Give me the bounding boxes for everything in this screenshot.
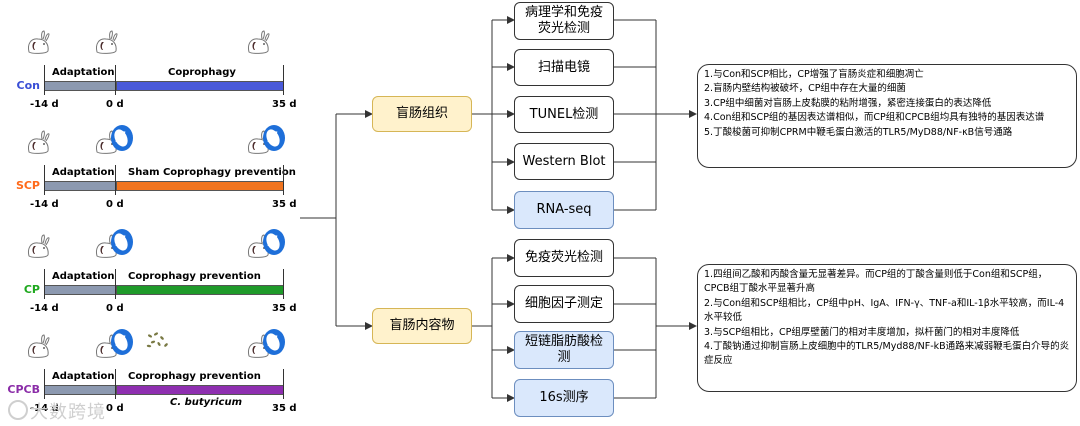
collar-icon xyxy=(108,122,136,156)
adaptation-bar xyxy=(44,285,116,295)
cecum-content-node: 盲肠内容物 xyxy=(372,308,472,344)
method-cytokine: 细胞因子测定 xyxy=(514,285,614,323)
phase-adaptation-label: Adaptation xyxy=(52,271,115,282)
timeline-tick-label: 0 d xyxy=(106,199,124,210)
collar-icon xyxy=(108,226,136,260)
tissue-result-2: 2.盲肠内壁结构被破坏，CP组中存在大量的细菌 xyxy=(704,83,906,95)
method-western-blot: Western Blot xyxy=(514,143,614,180)
group-label: Con xyxy=(16,79,40,92)
adaptation-bar xyxy=(44,385,116,395)
phase-treatment-label: Coprophagy prevention xyxy=(128,271,261,282)
timeline-tick-label: 0 d xyxy=(106,99,124,110)
phase-treatment-label: Coprophagy xyxy=(168,67,236,78)
treatment-bar xyxy=(116,285,284,295)
tissue-result-1: 1.与Con和SCP相比，CP增强了盲肠炎症和细胞凋亡 xyxy=(704,69,924,80)
phase-adaptation-label: Adaptation xyxy=(52,67,115,78)
timeline-tick-label: 0 d xyxy=(106,303,124,314)
method-scfa: 短链脂肪酸检测 xyxy=(514,331,614,369)
content-result-1: 1.四组间乙酸和丙酸含量无显著差异。而CP组的丁酸含量则低于Con组和SCP组，… xyxy=(704,269,1048,295)
phase-supplement-label: C. butyricum xyxy=(170,397,243,408)
adaptation-bar xyxy=(44,181,116,191)
bacteria-icon xyxy=(146,330,170,354)
tissue-result-3: 3.CP组中细菌对盲肠上皮黏膜的粘附增强，紧密连接蛋白的表达降低 xyxy=(704,97,992,109)
collar-icon xyxy=(260,226,288,260)
timeline-tick-label: -14 d xyxy=(30,199,59,210)
timeline-tick xyxy=(283,369,284,399)
group-cpcb: CPCB Adaptation Coprophagy prevention C. bu… xyxy=(0,322,300,422)
phase-adaptation-label: Adaptation xyxy=(52,371,115,382)
rabbit-icon xyxy=(92,30,120,56)
timeline-tick-label: -14 d xyxy=(30,403,59,414)
content-result-2: 2.与Con组和SCP组相比，CP组中pH、IgA、IFN-γ、TNF-a和IL… xyxy=(704,297,1065,324)
rabbit-icon xyxy=(24,234,52,260)
group-label: SCP xyxy=(15,179,40,192)
collar-icon xyxy=(260,122,288,156)
timeline-tick xyxy=(44,269,45,299)
rabbit-icon xyxy=(24,30,52,56)
timeline-tick-label: -14 d xyxy=(30,303,59,314)
adaptation-bar xyxy=(44,81,116,91)
timeline-tick-label: 35 d xyxy=(272,199,297,210)
group-label: CP xyxy=(23,283,40,296)
timeline-tick xyxy=(115,165,116,195)
content-results-box: 1.四组间乙酸和丙酸含量无显著差异。而CP组的丁酸含量则低于Con组和SCP组，… xyxy=(697,264,1077,392)
group-scp: SCP Adaptation Sham Coprophagy prevention -… xyxy=(0,118,300,218)
rabbit-icon xyxy=(24,334,52,360)
rabbit-icon xyxy=(244,30,272,56)
phase-adaptation-label: Adaptation xyxy=(52,167,115,178)
group-cp: CP Adaptation Coprophagy prevention -14 d 0 … xyxy=(0,222,300,322)
timeline-tick-label: 35 d xyxy=(272,403,297,414)
tissue-result-4: 4.Con组和SCP组的基因表达谱相似，而CP组和CPCB组均具有独特的基因表达… xyxy=(704,112,1045,124)
timeline-tick-label: 35 d xyxy=(272,99,297,110)
watermark-logo-icon xyxy=(8,400,28,420)
watermark-text: 大数跨境 xyxy=(30,402,106,423)
timeline-tick xyxy=(283,165,284,195)
timeline-tick xyxy=(283,65,284,95)
phase-treatment-label: Sham Coprophagy prevention xyxy=(128,167,296,178)
timeline-tick xyxy=(115,269,116,299)
tissue-results-box: 1.与Con和SCP相比，CP增强了盲肠炎症和细胞凋亡 2.盲肠内壁结构被破坏，… xyxy=(697,64,1077,168)
content-result-3: 3.与SCP组相比，CP组厚壁菌门的相对丰度增加，拟杆菌门的相对丰度降低 xyxy=(704,326,1020,338)
method-immunofluorescence: 免疫荧光检测 xyxy=(514,239,614,277)
content-result-4: 4.丁酸钠通过抑制盲肠上皮细胞中的TLR5/Myd88/NF-kB通路来减弱鞭毛… xyxy=(704,341,1070,367)
method-sem: 扫描电镜 xyxy=(514,49,614,86)
phase-treatment-label: Coprophagy prevention xyxy=(128,371,261,382)
timeline-tick-label: 0 d xyxy=(106,403,124,414)
timeline-tick xyxy=(115,369,116,399)
method-tunel: TUNEL检测 xyxy=(514,96,614,133)
cecum-tissue-node: 盲肠组织 xyxy=(372,96,472,132)
timeline-tick-label: -14 d xyxy=(30,99,59,110)
treatment-bar xyxy=(116,385,284,395)
collar-icon xyxy=(260,326,288,360)
method-rna-seq: RNA-seq xyxy=(514,191,614,229)
timeline-tick-label: 35 d xyxy=(272,303,297,314)
treatment-bar xyxy=(116,81,284,91)
timeline-tick xyxy=(115,65,116,95)
method-pathology-if: 病理学和免疫荧光检测 xyxy=(514,2,614,40)
timeline-tick xyxy=(44,65,45,95)
timeline-tick xyxy=(44,369,45,399)
collar-icon xyxy=(108,326,136,360)
group-con: Con Adaptation Coprophagy -14 d 0 d 35 d xyxy=(0,18,300,118)
timeline-tick xyxy=(44,165,45,195)
method-16s: 16s测序 xyxy=(514,379,614,417)
timeline-tick xyxy=(283,269,284,299)
group-label: CPCB xyxy=(7,383,40,396)
treatment-bar xyxy=(116,181,284,191)
tissue-result-5: 5.丁酸梭菌可抑制CPRM中鞭毛蛋白激活的TLR5/MyD88/NF-κB信号通… xyxy=(704,126,1013,138)
rabbit-icon xyxy=(24,130,52,156)
